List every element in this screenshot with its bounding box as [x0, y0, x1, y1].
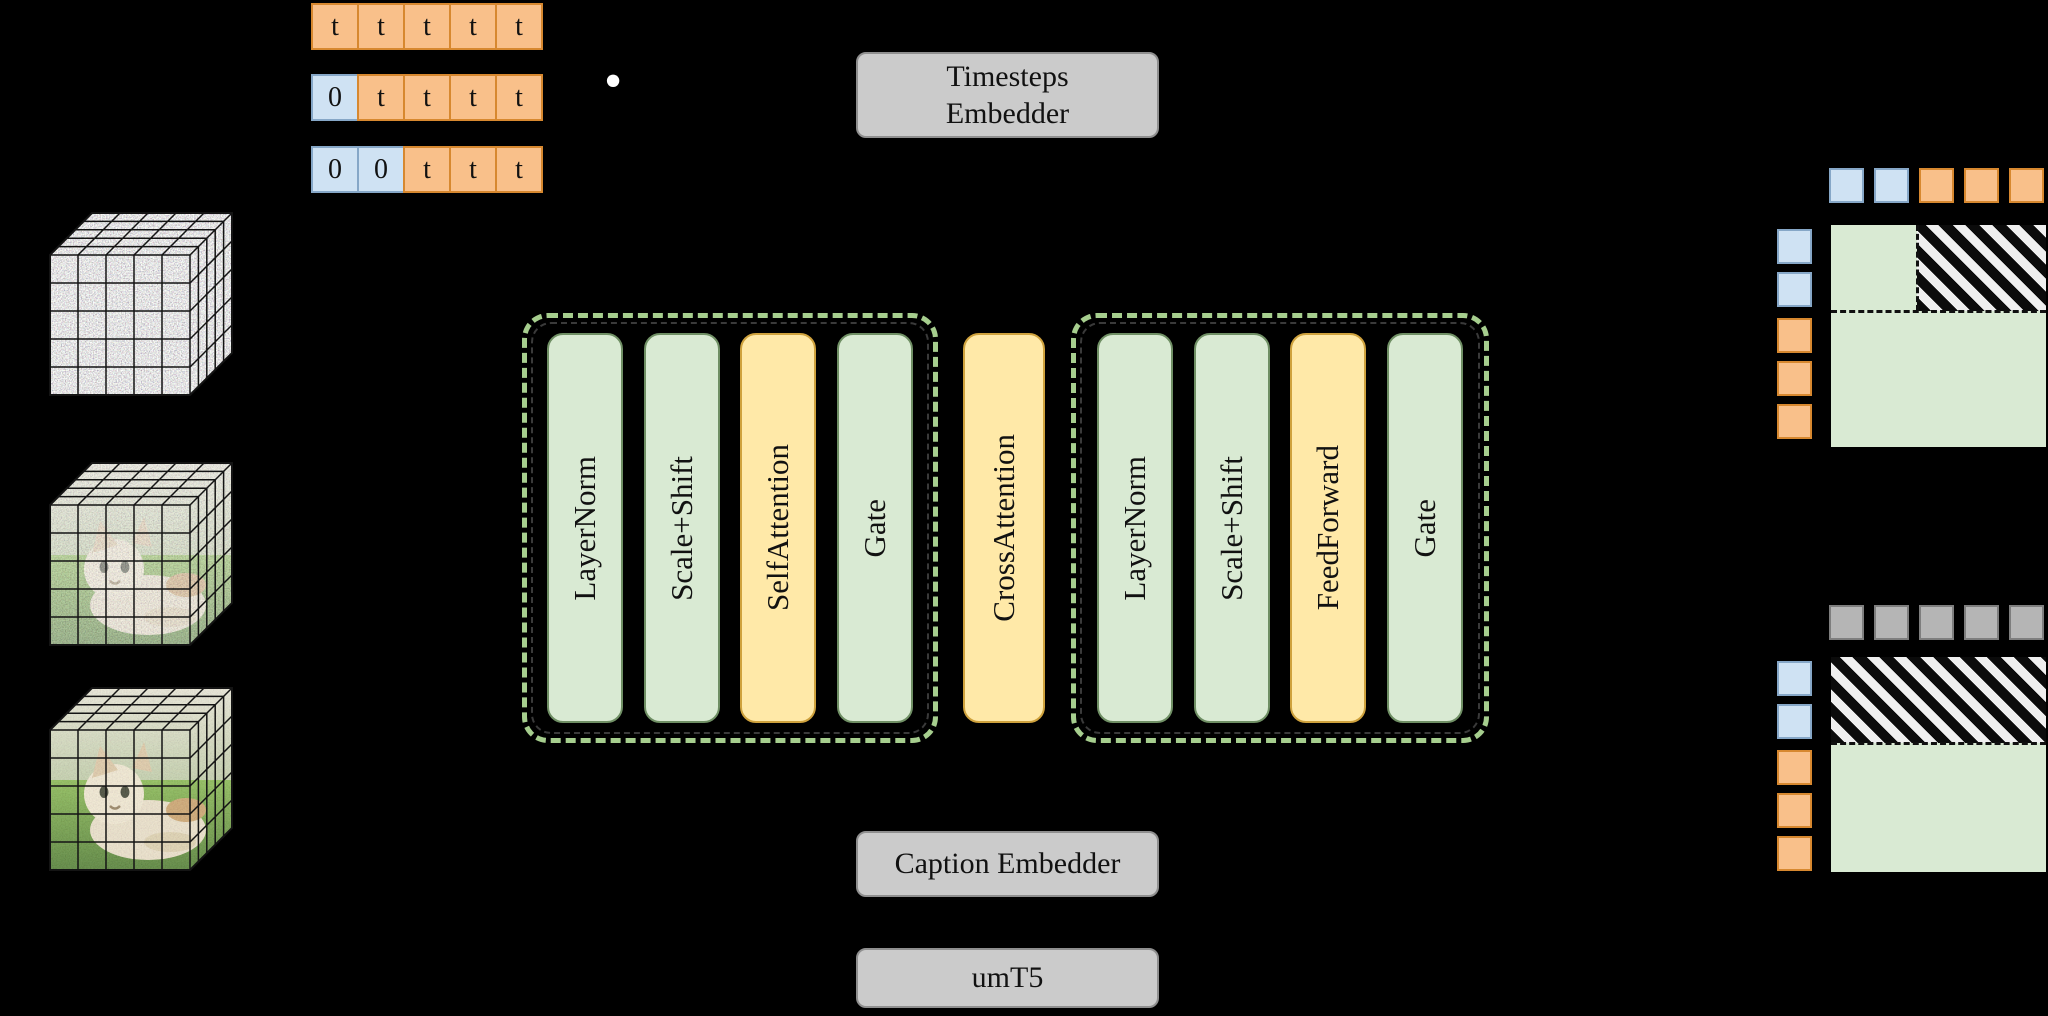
mask-row-token — [1777, 404, 1812, 439]
mask-col-token — [1829, 168, 1864, 203]
token-cell: 0 — [311, 146, 359, 193]
mask-divider-horizontal — [1831, 742, 2046, 745]
umt5-box: umT5 — [856, 948, 1159, 1008]
feedforward-block-container: LayerNorm Scale+Shift FeedForward Gate — [1071, 313, 1489, 743]
token-cell: t — [357, 3, 405, 50]
mask-divider-vertical — [1916, 225, 1919, 311]
mask-col-token — [1964, 605, 1999, 640]
self-attention-mask-matrix — [1831, 225, 2046, 447]
mask-col-token — [1919, 168, 1954, 203]
gate-box-2: Gate — [1387, 333, 1464, 723]
layer-norm-box-1: LayerNorm — [547, 333, 624, 723]
token-row-all-noisy: t t t t t — [311, 3, 543, 50]
token-cell: t — [357, 74, 405, 121]
mask-row-token — [1777, 318, 1812, 353]
ellipsis-dot: • — [604, 53, 623, 110]
mask-row-token — [1777, 704, 1812, 739]
caption-embedder-box: Caption Embedder — [856, 831, 1159, 897]
mask-divider-horizontal — [1831, 310, 2046, 313]
mask-region-unmasked — [1831, 225, 1917, 311]
mask-region-unmasked — [1831, 743, 2046, 872]
noisy-video-cube-icon — [49, 462, 233, 646]
mask-region-masked — [1831, 657, 2046, 743]
video-cube-icon — [49, 687, 233, 871]
token-cell: 0 — [311, 74, 359, 121]
mask-col-token — [2009, 168, 2044, 203]
mask-col-token — [1919, 605, 1954, 640]
attention-block-container: LayerNorm Scale+Shift SelfAttention Gate — [522, 313, 938, 743]
self-attention-box: SelfAttention — [740, 333, 817, 723]
mask-col-token — [1874, 168, 1909, 203]
cross-attention-mask-matrix — [1831, 657, 2046, 872]
scale-shift-box-2: Scale+Shift — [1193, 333, 1270, 723]
mask-row-token — [1777, 793, 1812, 828]
token-cell: t — [495, 3, 543, 50]
noise-cube-icon — [49, 212, 233, 396]
mask-row-token — [1777, 361, 1812, 396]
token-row-two-clean: 0 0 t t t — [311, 146, 543, 193]
gate-box-1: Gate — [836, 333, 913, 723]
token-cell: t — [403, 146, 451, 193]
mask-col-token — [1874, 605, 1909, 640]
mask-region-masked — [1917, 225, 2046, 311]
cross-attention-box: CrossAttention — [963, 333, 1045, 723]
token-row-one-clean: 0 t t t t — [311, 74, 543, 121]
caption-embedder-label: Caption Embedder — [894, 847, 1121, 881]
layer-norm-box-2: LayerNorm — [1096, 333, 1173, 723]
mask-col-token — [2009, 605, 2044, 640]
token-cell: t — [403, 74, 451, 121]
timesteps-embedder-label-line1: Timesteps — [946, 59, 1069, 93]
token-cell: t — [311, 3, 359, 50]
scale-shift-box-1: Scale+Shift — [643, 333, 720, 723]
mask-row-token — [1777, 272, 1812, 307]
feed-forward-box: FeedForward — [1290, 333, 1367, 723]
mask-row-token — [1777, 661, 1812, 696]
mask-row-token — [1777, 229, 1812, 264]
mask-row-token — [1777, 836, 1812, 871]
mask-region-unmasked — [1831, 311, 2046, 447]
umt5-label: umT5 — [971, 961, 1044, 995]
mask-col-token — [1964, 168, 1999, 203]
timesteps-embedder-box: Timesteps Embedder — [856, 52, 1159, 138]
mask-col-token — [1829, 605, 1864, 640]
mask-row-token — [1777, 750, 1812, 785]
token-cell: t — [495, 146, 543, 193]
token-cell: t — [495, 74, 543, 121]
timesteps-embedder-label-line2: Embedder — [945, 97, 1070, 130]
